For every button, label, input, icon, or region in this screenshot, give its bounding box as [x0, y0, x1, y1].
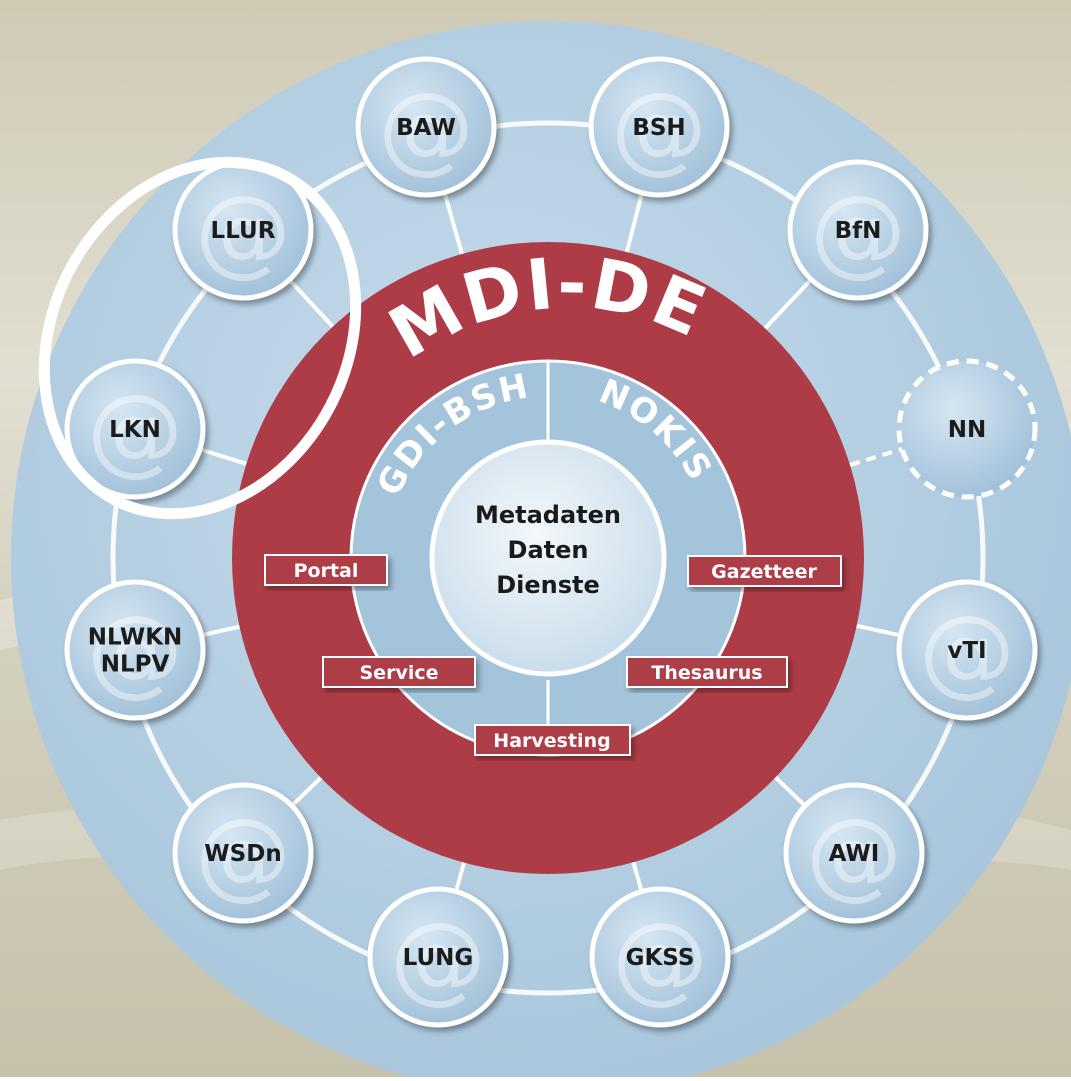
node-lkn-label: LKN: [109, 417, 161, 443]
node-vti-circle: [896, 579, 1038, 721]
node-vti-label: vTI: [947, 638, 986, 664]
node-gkss: @GKSS: [589, 886, 731, 1028]
box-harvesting-label: Harvesting: [493, 730, 610, 752]
node-bsh: @BSH: [588, 56, 730, 198]
box-service: Service: [322, 656, 476, 688]
at-sign-icon: @: [810, 175, 906, 287]
node-lkn: @LKN: [64, 358, 206, 500]
partner-nodes: @BAW@BSH@BfNNN@vTI@AWI@GKSS@LUNG@WSDn@NL…: [64, 56, 1038, 1028]
node-vti: @vTI: [896, 579, 1038, 721]
at-sign-icon: @: [612, 902, 708, 1014]
center-line-2: Daten: [508, 536, 589, 564]
box-portal: Portal: [264, 554, 388, 586]
at-sign-icon: @: [919, 595, 1015, 707]
box-portal-label: Portal: [294, 560, 359, 582]
center-line-3: Dienste: [496, 571, 600, 599]
node-bsh-label: BSH: [632, 115, 685, 141]
node-nlwkn-circle: [64, 579, 206, 721]
node-bfn: @BfN: [787, 159, 929, 301]
node-nn-label: NN: [948, 417, 987, 443]
center-disc: [429, 439, 667, 677]
connection-ring: [110, 120, 986, 996]
at-sign-icon: @: [806, 798, 902, 910]
node-nlwkn-label: NLPV: [101, 652, 170, 678]
node-lung-label: LUNG: [403, 945, 474, 971]
at-sign-icon: @: [195, 175, 291, 287]
node-awi-label: AWI: [829, 841, 880, 867]
node-nn-circle: [896, 358, 1038, 500]
node-nlwkn-label: NLWKN: [88, 625, 183, 651]
box-gazetteer: Gazetteer: [687, 555, 842, 587]
box-service-label: Service: [360, 662, 439, 684]
node-awi: @AWI: [783, 782, 925, 924]
node-awi-circle: [783, 782, 925, 924]
center-line-1: Metadaten: [475, 501, 621, 529]
node-baw: @BAW: [355, 56, 497, 198]
node-wsdn: @WSDn: [172, 782, 314, 924]
at-sign-icon: @: [195, 798, 291, 910]
box-gazetteer-label: Gazetteer: [711, 561, 817, 583]
node-gkss-label: GKSS: [626, 945, 695, 971]
at-sign-icon: @: [87, 595, 183, 707]
at-sign-icon: @: [390, 902, 486, 1014]
node-nn: NN: [896, 358, 1038, 500]
node-llur: @LLUR: [172, 159, 314, 301]
at-sign-icon: @: [87, 374, 183, 486]
box-thesaurus-label: Thesaurus: [651, 662, 762, 684]
node-bfn-label: BfN: [835, 218, 882, 244]
at-sign-icon: @: [378, 72, 474, 184]
node-baw-circle: [355, 56, 497, 198]
node-wsdn-circle: [172, 782, 314, 924]
node-lung: @LUNG: [367, 886, 509, 1028]
box-thesaurus: Thesaurus: [626, 656, 788, 688]
node-baw-label: BAW: [396, 115, 456, 141]
node-gkss-circle: [589, 886, 731, 1028]
at-sign-icon: @: [611, 72, 707, 184]
highlight-ellipse: [38, 156, 362, 520]
node-bfn-circle: [787, 159, 929, 301]
node-bsh-circle: [588, 56, 730, 198]
node-lung-circle: [367, 886, 509, 1028]
node-wsdn-label: WSDn: [204, 841, 281, 867]
box-harvesting: Harvesting: [474, 724, 631, 756]
node-llur-label: LLUR: [211, 218, 276, 244]
node-lkn-circle: [64, 358, 206, 500]
